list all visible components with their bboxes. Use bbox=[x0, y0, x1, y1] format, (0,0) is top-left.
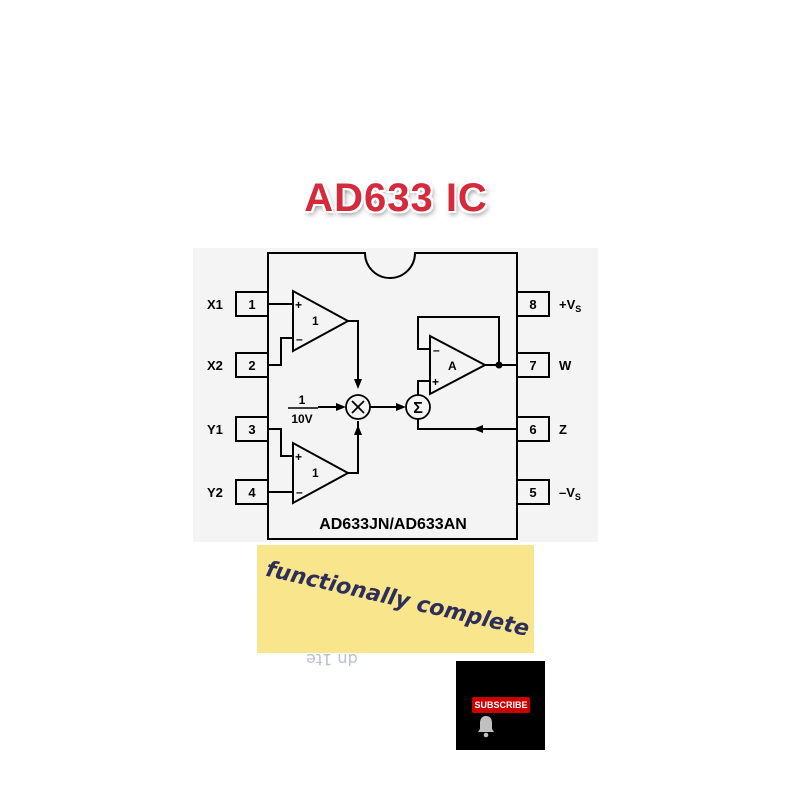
overlay-note-text: functionally complete bbox=[263, 557, 532, 642]
y-buffer-triangle bbox=[292, 441, 351, 505]
bell-icon[interactable] bbox=[476, 714, 496, 738]
faded-text: dn 1te bbox=[306, 650, 358, 669]
x-buffer-gain: 1 bbox=[312, 314, 319, 328]
pin-number-1: 1 bbox=[248, 297, 255, 312]
part-number-label: AD633JN/AD633AN bbox=[319, 516, 467, 533]
pin-name-y1: Y1 bbox=[207, 422, 223, 437]
subscribe-panel: SUBSCRIBE bbox=[456, 661, 545, 750]
chip-body bbox=[267, 252, 518, 540]
pin-name-w: W bbox=[559, 358, 572, 373]
overlay-note: functionally complete bbox=[257, 545, 534, 653]
pin-number-8: 8 bbox=[529, 297, 536, 312]
subscribe-button[interactable]: SUBSCRIBE bbox=[472, 697, 530, 713]
pin-name-minus-vs: –VS bbox=[559, 485, 581, 502]
x-buffer-plus: + bbox=[295, 298, 302, 312]
pin-number-7: 7 bbox=[529, 358, 536, 373]
pin-number-2: 2 bbox=[248, 358, 255, 373]
scale-denominator: 10V bbox=[291, 412, 312, 426]
pin-box-5 bbox=[516, 479, 550, 505]
pin-number-3: 3 bbox=[248, 422, 255, 437]
y-buffer-gain: 1 bbox=[312, 466, 319, 480]
y-buffer-minus: – bbox=[296, 485, 303, 499]
pin-name-x2: X2 bbox=[207, 358, 223, 373]
pin-box-8 bbox=[516, 291, 550, 317]
pin-number-5: 5 bbox=[529, 485, 536, 500]
x-buffer-minus: – bbox=[296, 332, 303, 346]
pin-name-plus-vs: +VS bbox=[559, 297, 581, 314]
output-amp-plus: + bbox=[432, 375, 439, 389]
pin-name-z: Z bbox=[559, 422, 567, 437]
summer-symbol: Σ bbox=[413, 400, 423, 417]
page-title: AD633 IC bbox=[304, 176, 488, 220]
output-amp-minus: – bbox=[433, 343, 440, 357]
pin-number-4: 4 bbox=[248, 485, 256, 500]
output-amp-triangle bbox=[429, 334, 488, 396]
pin-name-y2: Y2 bbox=[207, 485, 223, 500]
y-buffer-plus: + bbox=[295, 450, 302, 464]
output-amp-label: A bbox=[448, 359, 457, 373]
ic-pinout-diagram: X1 X2 Y1 Y2 1 2 3 4 8 7 6 5 +VS W Z –VS … bbox=[207, 252, 581, 540]
diagram-background bbox=[193, 248, 598, 542]
x-buffer-triangle bbox=[292, 289, 351, 353]
pin-name-x1: X1 bbox=[207, 297, 223, 312]
scale-numerator: 1 bbox=[299, 393, 306, 407]
pin-number-6: 6 bbox=[529, 422, 536, 437]
